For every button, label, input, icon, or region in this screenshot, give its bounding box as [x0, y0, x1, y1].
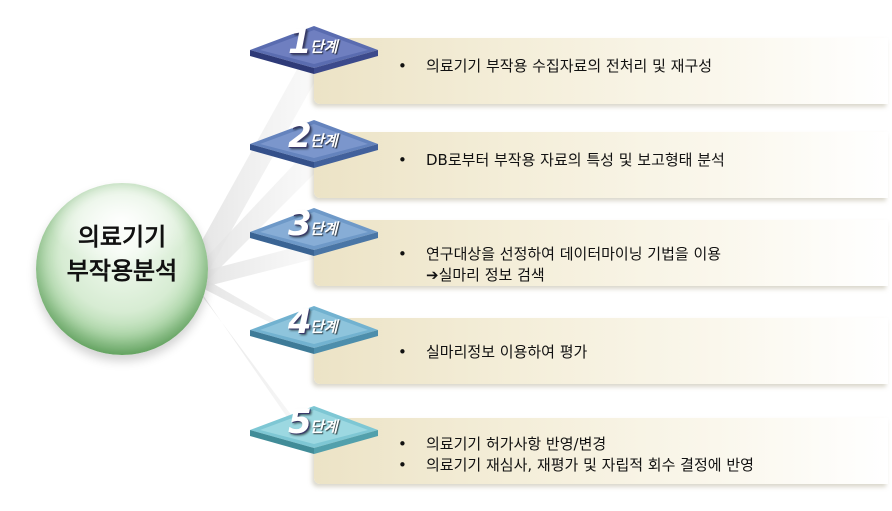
- step-1-list: •의료기기 부작용 수집자료의 전처리 및 재구성: [398, 56, 712, 77]
- step-2-panel: [314, 132, 888, 198]
- step-2-suffix: 단계: [310, 132, 338, 150]
- step-4-panel: [314, 318, 888, 384]
- step-1-suffix: 단계: [310, 38, 338, 56]
- step-5-number: 5: [288, 402, 312, 442]
- step-5-list: •의료기기 허가사항 반영/변경 •의료기기 재심사, 재평가 및 자립적 회수…: [398, 434, 754, 476]
- step-3-panel: [314, 220, 888, 286]
- step-3-list: •연구대상을 선정하여 데이터마이닝 기법을 이용 ➔실마리 정보 검색: [398, 244, 721, 286]
- center-title-line2: 부작용분석: [66, 257, 178, 285]
- ray-3: [200, 246, 318, 286]
- step-3: 3 단계 •연구대상을 선정하여 데이터마이닝 기법을 이용 ➔실마리 정보 검…: [250, 204, 890, 298]
- step-2-number: 2: [288, 116, 312, 156]
- step-5-suffix: 단계: [310, 418, 338, 436]
- step-2-tile: [250, 120, 378, 168]
- step-4-list: •실마리정보 이용하여 평가: [398, 342, 587, 363]
- step-5: 5 단계 •의료기기 허가사항 반영/변경 •의료기기 재심사, 재평가 및 자…: [250, 402, 890, 496]
- step-5-tile: [250, 406, 378, 454]
- step-4: 4 단계 •실마리정보 이용하여 평가: [250, 302, 890, 396]
- step-1-tile: [250, 26, 378, 74]
- list-item: •의료기기 허가사항 반영/변경: [398, 435, 607, 453]
- center-sphere: 의료기기 부작용분석: [36, 183, 208, 355]
- list-item-continuation: ➔실마리 정보 검색: [426, 266, 545, 284]
- step-4-number: 4: [288, 302, 312, 342]
- step-2: 2 단계 •DB로부터 부작용 자료의 특성 및 보고형태 분석: [250, 116, 890, 210]
- step-3-tile: [250, 208, 378, 256]
- list-item: •실마리정보 이용하여 평가: [398, 343, 588, 361]
- list-item: •의료기기 재심사, 재평가 및 자립적 회수 결정에 반영: [398, 456, 754, 474]
- list-item: •DB로부터 부작용 자료의 특성 및 보고형태 분석: [398, 151, 725, 169]
- step-1-panel: [314, 38, 888, 104]
- step-5-panel: [314, 418, 888, 484]
- ray-1: [190, 64, 318, 276]
- step-3-suffix: 단계: [310, 220, 338, 238]
- center-title-line1: 의료기기: [77, 223, 167, 251]
- step-1-number: 1: [288, 22, 312, 62]
- list-item: •연구대상을 선정하여 데이터마이닝 기법을 이용: [398, 245, 722, 263]
- step-3-number: 3: [288, 204, 312, 244]
- step-1: 1 단계 •의료기기 부작용 수집자료의 전처리 및 재구성: [250, 22, 890, 116]
- step-2-list: •DB로부터 부작용 자료의 특성 및 보고형태 분석: [398, 150, 725, 171]
- step-4-tile: [250, 306, 378, 354]
- ray-2: [196, 158, 318, 282]
- list-item: •의료기기 부작용 수집자료의 전처리 및 재구성: [398, 57, 713, 75]
- step-4-suffix: 단계: [310, 318, 338, 336]
